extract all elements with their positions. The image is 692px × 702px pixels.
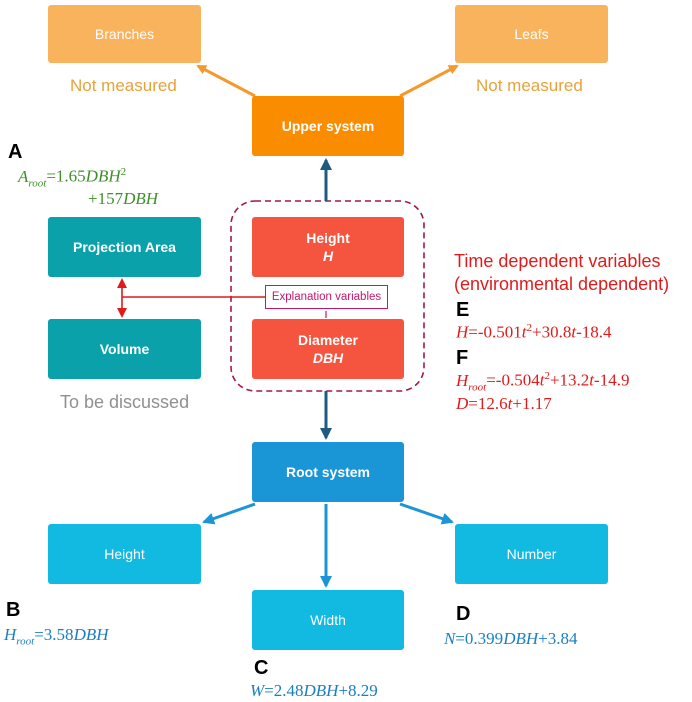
label-d: D xyxy=(456,603,471,625)
diameter-box: Diameter DBH xyxy=(252,319,404,379)
equation-f-line2: D=12.6t+1.17 xyxy=(456,394,552,413)
label-a: A xyxy=(8,141,23,163)
time-dependent-line1: Time dependent variables xyxy=(454,251,661,271)
to-be-discussed: To be discussed xyxy=(60,392,190,412)
projection-area-label: Projection Area xyxy=(73,239,176,255)
leafs-label: Leafs xyxy=(514,26,549,42)
root-width-label: Width xyxy=(310,612,346,628)
equation-e: H=-0.501t2+30.8t-18.4 xyxy=(456,322,612,342)
root-height-label: Height xyxy=(104,546,145,562)
not-measured-left: Not measured xyxy=(70,76,177,95)
upper-system-box: Upper system xyxy=(252,96,404,156)
equation-a-line1: Aroot=1.65DBH2 xyxy=(18,166,127,190)
diameter-variable: DBH xyxy=(312,350,344,366)
arrow-root-to-height xyxy=(202,502,256,525)
equation-d: N=0.399DBH+3.84 xyxy=(444,629,578,648)
arrow-upper-to-leafs xyxy=(399,64,459,98)
equation-c: W=2.48DBH+8.29 xyxy=(250,681,378,700)
volume-box: Volume xyxy=(48,319,201,379)
label-c: C xyxy=(254,657,269,679)
branches-box: Branches xyxy=(48,5,201,63)
root-number-box: Number xyxy=(455,524,608,584)
upper-system-label: Upper system xyxy=(281,118,375,134)
root-system-label: Root system xyxy=(285,464,371,480)
label-e: E xyxy=(456,299,470,321)
root-height-box: Height xyxy=(48,524,201,584)
label-f: F xyxy=(456,347,469,369)
branches-label: Branches xyxy=(94,26,155,42)
label-b: B xyxy=(6,599,21,621)
projection-area-box: Projection Area xyxy=(48,217,201,277)
arrow-root-to-number xyxy=(399,502,454,525)
equation-b: Hroot=3.58DBH xyxy=(4,625,109,648)
height-title: Height xyxy=(306,230,350,246)
root-number-label: Number xyxy=(506,546,557,562)
diameter-title: Diameter xyxy=(298,332,358,348)
height-box: Height H xyxy=(252,217,404,277)
time-dependent-line2: (environmental dependent) xyxy=(454,274,670,294)
not-measured-right: Not measured xyxy=(476,76,583,95)
leafs-box: Leafs xyxy=(455,5,608,63)
volume-label: Volume xyxy=(99,341,150,357)
root-system-box: Root system xyxy=(252,442,404,502)
height-variable: H xyxy=(322,248,334,264)
equation-f-line1: Hroot=-0.504t2+13.2t-14.9 xyxy=(456,370,630,394)
arrow-upper-to-branches xyxy=(196,64,256,98)
equation-a-line2: +157DBH xyxy=(88,189,159,208)
root-width-box: Width xyxy=(252,590,404,650)
explanation-variables-label: Explanation variables xyxy=(265,285,388,309)
